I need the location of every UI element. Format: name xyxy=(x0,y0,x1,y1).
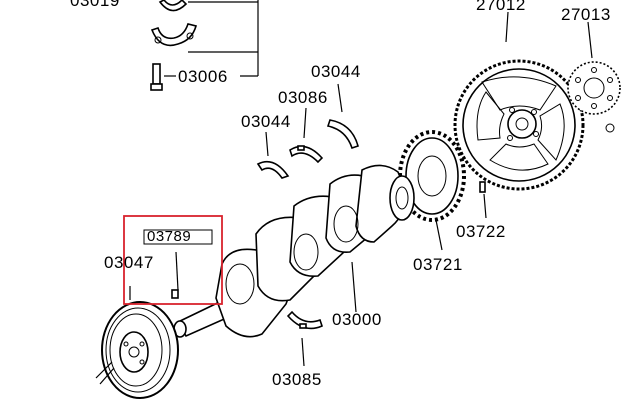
label-03044-lower: 03044 xyxy=(241,112,291,131)
label-03044-upper: 03044 xyxy=(311,62,361,81)
pin-03722 xyxy=(479,181,486,193)
bearing-03044-upper xyxy=(326,119,359,150)
key-03789 xyxy=(171,289,179,299)
bearing-03085 xyxy=(286,310,323,330)
plate-27013 xyxy=(567,61,621,133)
label-03006: 03006 xyxy=(178,67,228,86)
label-03721: 03721 xyxy=(413,255,463,274)
label-03789: 03789 xyxy=(147,228,192,245)
label-03085: 03085 xyxy=(272,370,322,389)
bearing-03086 xyxy=(289,145,324,164)
flywheel-27012 xyxy=(453,59,585,191)
label-03722: 03722 xyxy=(456,222,506,241)
crankshaft-03000 xyxy=(173,164,415,338)
label-03086: 03086 xyxy=(278,88,328,107)
label-27012: 27012 xyxy=(476,0,526,14)
label-27013: 27013 xyxy=(561,5,611,24)
bearing-cap-03019 xyxy=(150,0,197,47)
bolt-03006 xyxy=(150,63,163,91)
bearing-03044-lower xyxy=(256,160,290,179)
label-03019: 03019 xyxy=(70,0,120,10)
highlight-box xyxy=(123,215,223,305)
pulley-03047 xyxy=(101,301,179,399)
label-03047: 03047 xyxy=(104,253,154,272)
sensor-ring-03721 xyxy=(398,130,466,222)
label-03000: 03000 xyxy=(332,310,382,329)
